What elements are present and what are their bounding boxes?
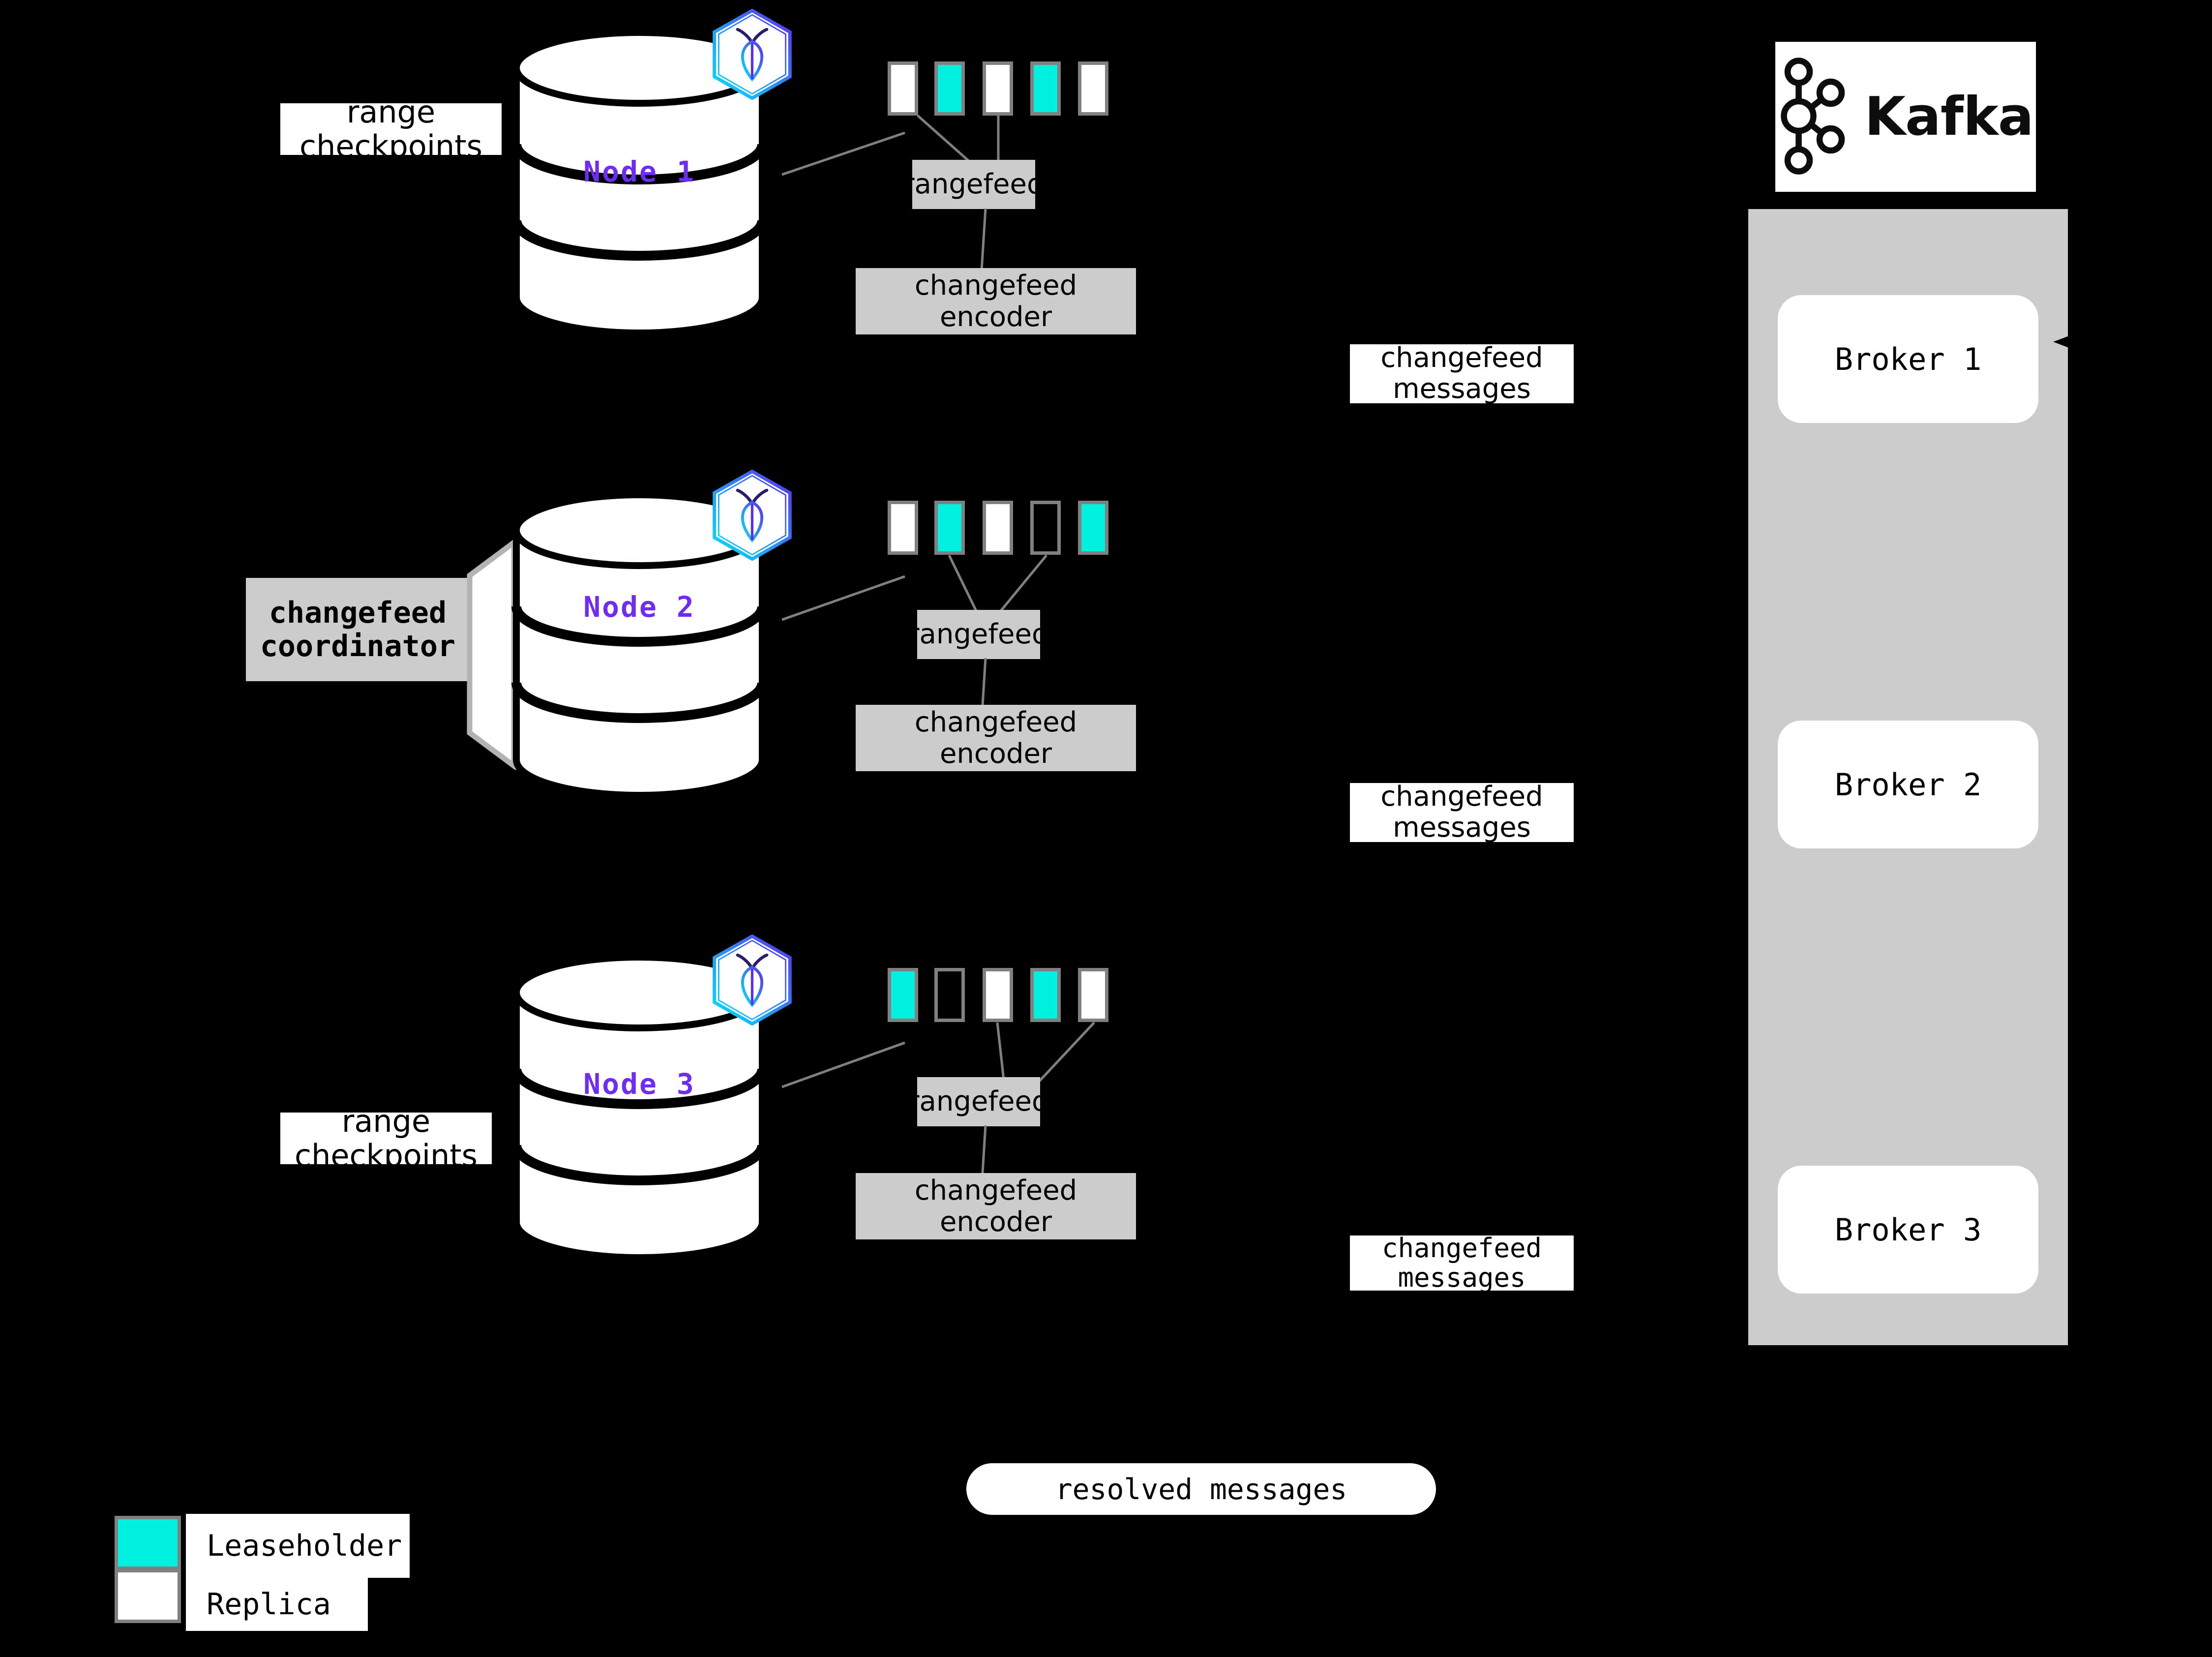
broker-inbound-arrow-icon: [2053, 327, 2092, 357]
resolved-messages-pill: resolved messages: [966, 1463, 1436, 1515]
node1-range-2[interactable]: [934, 61, 965, 116]
changefeed-messages-label-3: changefeed messages: [1350, 1233, 1574, 1293]
node1-cylinder-to-range-connector: [781, 131, 905, 176]
node2-label: Node 2: [583, 590, 695, 624]
node3-changefeed-encoder-box[interactable]: changefeed encoder: [856, 1173, 1136, 1239]
changefeed-messages-label-1: changefeed messages: [1350, 342, 1574, 404]
node2-database-cylinder: Node 2: [511, 492, 767, 797]
node3-database-cylinder: Node 3: [511, 954, 767, 1259]
node3-range-4[interactable]: [1030, 968, 1061, 1022]
node3-rangefeed-box[interactable]: rangefeed: [908, 1077, 1049, 1126]
cylinder-shape-icon: [511, 30, 767, 334]
node1-changefeed-encoder-box[interactable]: changefeed encoder: [856, 268, 1136, 334]
node3-range-5[interactable]: [1078, 968, 1108, 1022]
node3-cylinder-to-range-connector: [781, 1041, 905, 1088]
legend-label-replica: Replica: [186, 1578, 368, 1631]
node2-rangefeed-box[interactable]: rangefeed: [908, 610, 1049, 659]
node1-database-cylinder: Node 1: [511, 30, 767, 334]
kafka-broker-panel: Broker 1 Broker 2 Broker 3: [1748, 209, 2068, 1345]
node3-ranges-to-rangefeed-connectors: [996, 1022, 1095, 1085]
node3-label: Node 3: [583, 1067, 695, 1101]
legend-label-leaseholder: Leaseholder: [186, 1514, 410, 1578]
node3-range-2[interactable]: [934, 968, 965, 1022]
node2-range-1[interactable]: [888, 501, 918, 555]
kafka-logo-card: Kafka: [1775, 42, 2036, 192]
node2-range-3[interactable]: [983, 501, 1013, 555]
node1-range-4[interactable]: [1030, 61, 1061, 116]
node1-cockroachdb-logo-icon: [709, 8, 795, 100]
legend-swatch-replica: [115, 1569, 181, 1623]
changefeed-messages-label-2: changefeed messages: [1350, 781, 1574, 843]
node3-range-3[interactable]: [983, 968, 1013, 1022]
broker-1[interactable]: Broker 1: [1778, 295, 2038, 423]
node1-range-5[interactable]: [1078, 61, 1108, 116]
node2-range-5[interactable]: [1078, 501, 1108, 555]
broker-3[interactable]: Broker 3: [1778, 1166, 2038, 1294]
node2-range-2[interactable]: [934, 501, 965, 555]
legend-swatch-leaseholder: [115, 1516, 181, 1570]
node1-range-1[interactable]: [888, 61, 918, 116]
node2-cylinder-to-range-connector: [781, 575, 905, 621]
node1-label: Node 1: [583, 155, 695, 188]
kafka-logo-icon: [1778, 55, 1852, 180]
node2-ranges-to-rangefeed-connectors: [948, 554, 1047, 612]
node1-range-3[interactable]: [983, 61, 1013, 116]
node2-cockroachdb-logo-icon: [709, 469, 795, 561]
node3-cockroachdb-logo-icon: [709, 934, 795, 1026]
node2-changefeed-encoder-box[interactable]: changefeed encoder: [856, 705, 1136, 771]
node1-range-checkpoints-label: range checkpoints: [280, 95, 502, 163]
node3-range-1[interactable]: [888, 968, 918, 1022]
node1-rangefeed-box[interactable]: rangefeed: [903, 160, 1045, 209]
broker-2[interactable]: Broker 2: [1778, 721, 2038, 848]
node1-rangefeed-to-encoder-connector: [980, 208, 987, 271]
changefeed-coordinator-box[interactable]: changefeed coordinator: [246, 578, 470, 681]
kafka-brand-label: Kafka: [1864, 86, 2033, 148]
node2-range-4[interactable]: [1030, 501, 1061, 555]
node3-range-checkpoints-label: range checkpoints: [280, 1104, 492, 1173]
